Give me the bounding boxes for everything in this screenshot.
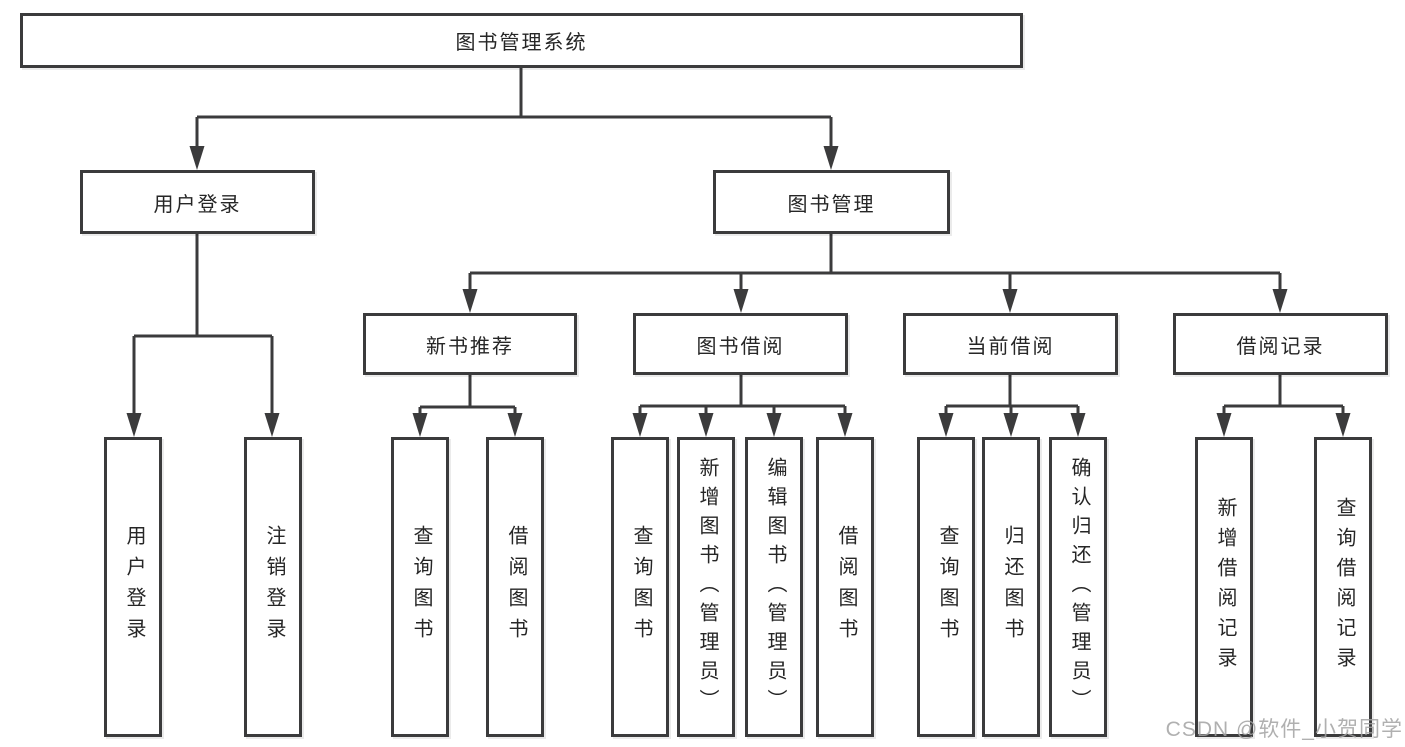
leaf-borrow-books-recommend: 借阅图书 — [486, 437, 544, 737]
leaf-edit-books-admin: 编辑图书（管理员） — [745, 437, 803, 737]
leaf-confirm-return-admin: 确认归还（管理员） — [1049, 437, 1107, 737]
root-node-library-management-system: 图书管理系统 — [20, 13, 1023, 68]
node-book-management: 图书管理 — [713, 170, 950, 234]
leaf-return-books: 归还图书 — [982, 437, 1040, 737]
csdn-watermark: CSDN @软件_小贺同学 — [1165, 718, 1403, 741]
leaf-borrow-books-borrowing: 借阅图书 — [816, 437, 874, 737]
node-user-login: 用户登录 — [80, 170, 315, 234]
leaf-user-login: 用户登录 — [104, 437, 162, 737]
leaf-logout: 注销登录 — [244, 437, 302, 737]
leaf-add-books-admin: 新增图书（管理员） — [677, 437, 735, 737]
node-current-borrowing: 当前借阅 — [903, 313, 1118, 375]
leaf-query-borrow-record: 查询借阅记录 — [1314, 437, 1372, 737]
leaf-add-borrow-record: 新增借阅记录 — [1195, 437, 1253, 737]
leaf-query-books-borrowing: 查询图书 — [611, 437, 669, 737]
node-new-book-recommendation: 新书推荐 — [363, 313, 577, 375]
node-borrowing-records: 借阅记录 — [1173, 313, 1388, 375]
leaf-query-books-current: 查询图书 — [917, 437, 975, 737]
node-book-borrowing: 图书借阅 — [633, 313, 848, 375]
leaf-query-books-recommend: 查询图书 — [391, 437, 449, 737]
